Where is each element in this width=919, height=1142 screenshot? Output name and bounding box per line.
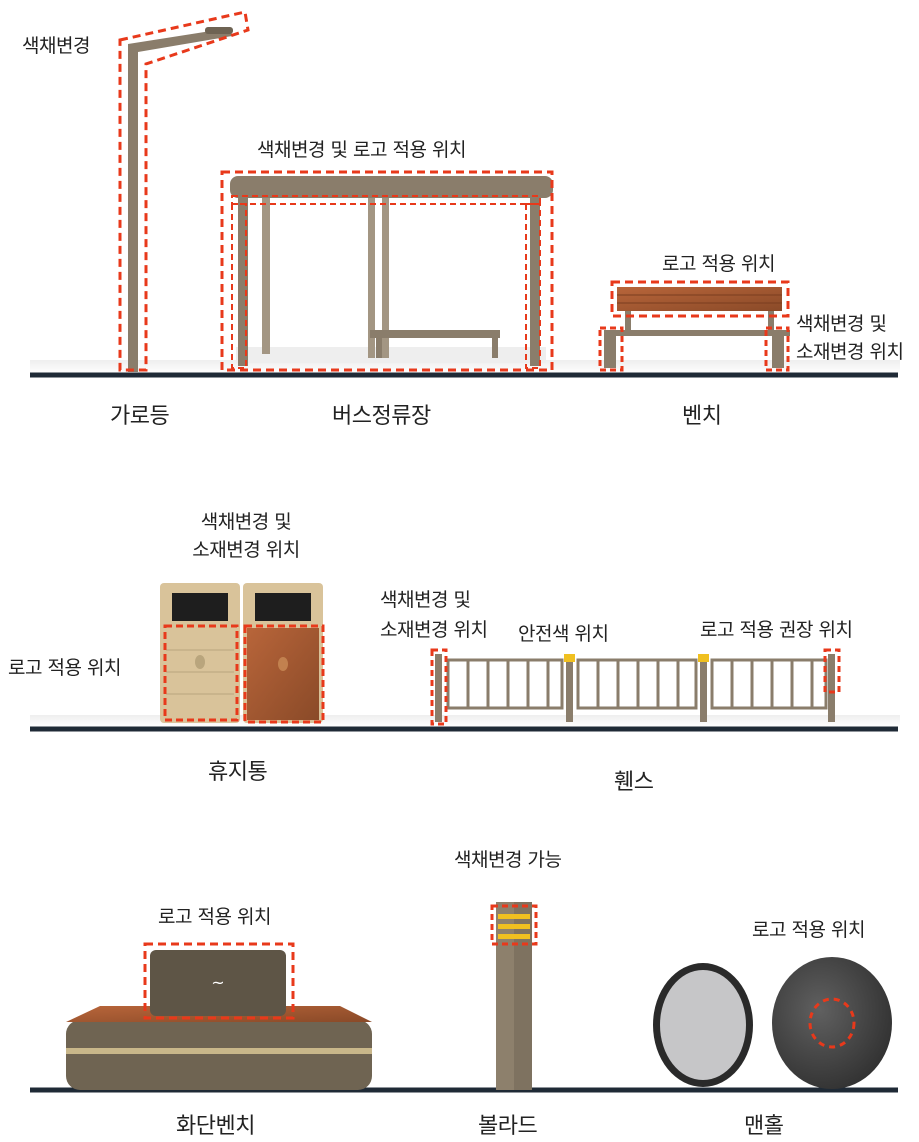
bench-illustration <box>598 280 790 372</box>
planter-bench-illustration: ~ <box>66 942 372 1090</box>
trash-bin-name: 휴지통 <box>208 760 268 785</box>
bench-color-callout-line2: 소재변경 위치 <box>796 341 904 363</box>
fence-color-callout-line2: 소재변경 위치 <box>380 619 488 641</box>
bus-stop-highlight-outer <box>220 170 554 372</box>
fence-post-highlight <box>430 648 448 726</box>
fence-color-callout-line1: 색채변경 및 <box>380 589 471 611</box>
trash-bin-color-callout-line1: 색채변경 및 <box>200 511 292 533</box>
svg-text:~: ~ <box>211 973 224 992</box>
fence-safety-callout: 안전색 위치 <box>518 623 609 645</box>
fence-logo-callout: 로고 적용 권장 위치 <box>700 619 853 641</box>
bench-logo-callout: 로고 적용 위치 <box>662 253 775 275</box>
streetlight-illustration <box>118 10 250 372</box>
streetlight-name: 가로등 <box>110 404 170 429</box>
bus-stop-callout: 색채변경 및 로고 적용 위치 <box>257 139 466 161</box>
bench-color-callout-line1: 색채변경 및 <box>796 313 887 335</box>
manhole-illustration <box>653 957 892 1089</box>
planter-logo-highlight <box>143 942 295 1020</box>
bollard-callout: 색채변경 가능 <box>454 849 562 871</box>
trash-bin-color-callout-line2: 소재변경 위치 <box>192 539 300 561</box>
bench-name: 벤치 <box>682 404 722 429</box>
bench-leg-highlight-left <box>598 326 624 372</box>
bus-stop-illustration <box>220 170 554 372</box>
bus-stop-name: 버스정류장 <box>332 404 431 429</box>
manhole-name: 맨홀 <box>744 1114 784 1139</box>
manhole-callout: 로고 적용 위치 <box>752 919 865 941</box>
trash-bin-logo-callout: 로고 적용 위치 <box>8 657 121 679</box>
bench-logo-highlight <box>610 280 790 318</box>
trash-bin-highlight-right <box>243 624 325 724</box>
fence-name: 휀스 <box>614 770 654 795</box>
bollard-illustration <box>490 902 538 1090</box>
bollard-name: 볼라드 <box>478 1114 538 1139</box>
streetlight-highlight <box>118 10 250 372</box>
trash-bin-highlight-left <box>163 624 239 722</box>
planter-bench-name: 화단벤치 <box>176 1114 255 1139</box>
manhole-logo-highlight <box>808 997 856 1049</box>
trash-bin-illustration <box>160 583 325 724</box>
fence-illustration <box>430 648 841 726</box>
fence-logo-highlight <box>823 648 841 694</box>
planter-bench-callout: 로고 적용 위치 <box>158 906 271 928</box>
streetlight-callout: 색채변경 <box>22 35 90 57</box>
bench-leg-highlight-right <box>764 326 790 372</box>
bollard-highlight <box>490 904 538 946</box>
